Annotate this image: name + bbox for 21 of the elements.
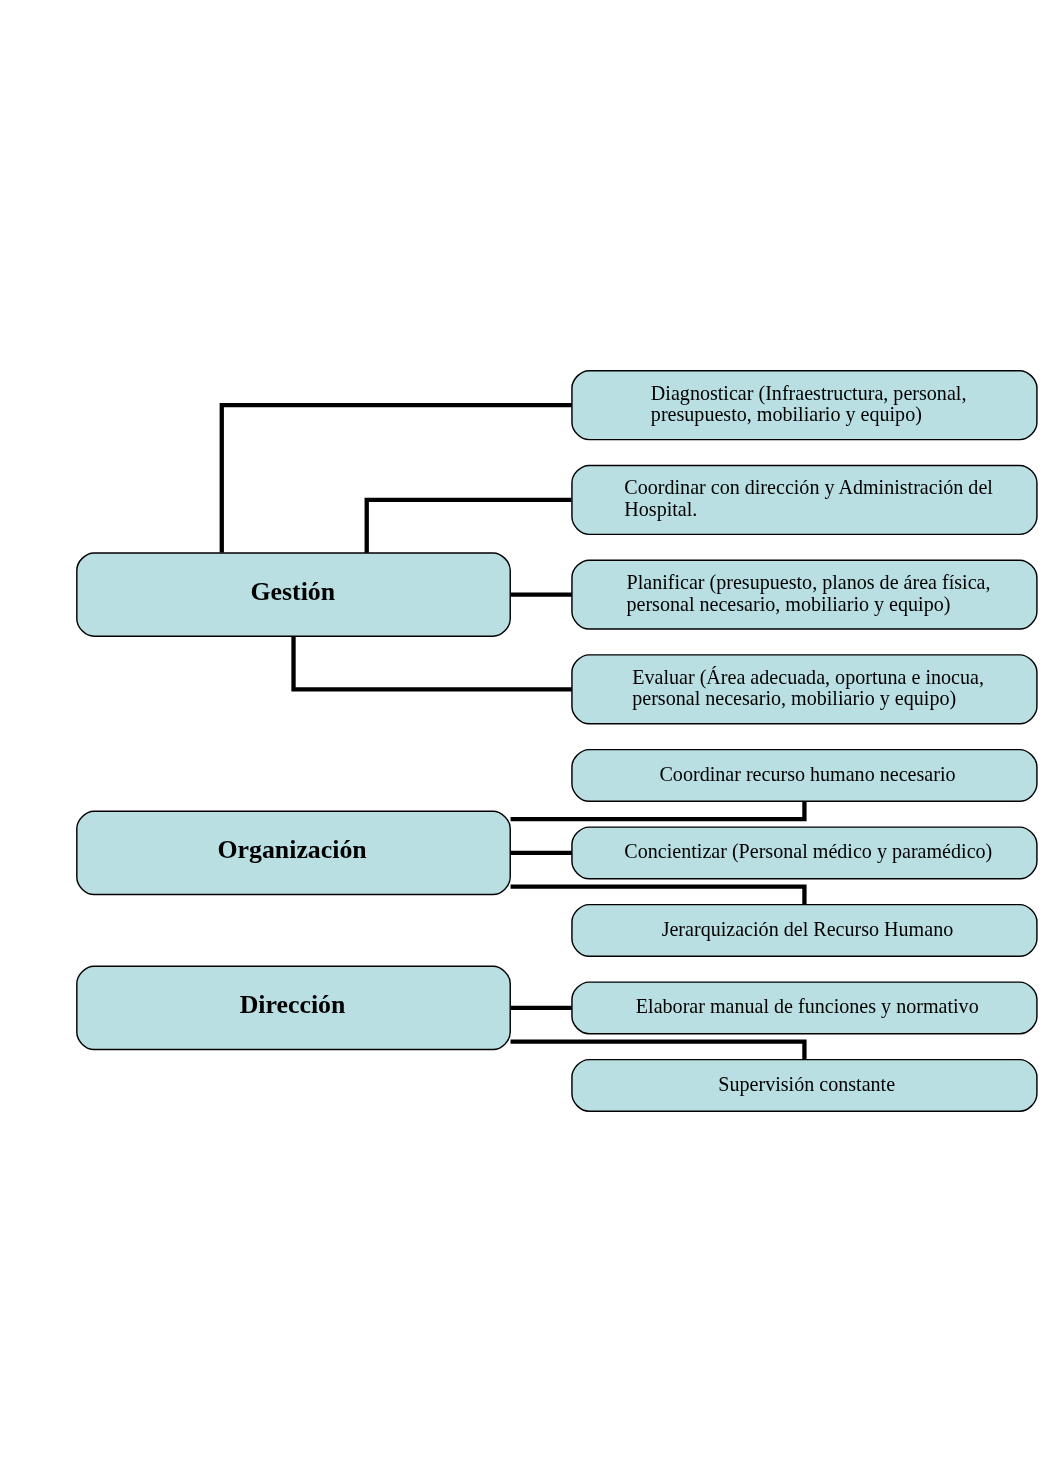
node-box: Dirección (76, 965, 511, 1051)
connector (510, 1005, 572, 1011)
connector (219, 403, 572, 553)
connector (364, 497, 572, 553)
node-box: Diagnosticar (Infraestructura, personal, presupuesto, mobiliario y equipo) (571, 370, 1038, 441)
connector (510, 884, 807, 905)
connector (510, 801, 807, 822)
node-box: Supervisión constante (571, 1058, 1038, 1112)
node-box: Concientizar (Personal médico y paramédico) (571, 826, 1038, 880)
connector (510, 1039, 807, 1060)
node-box: Elaborar manual de funciones y normativo (571, 981, 1038, 1035)
connector (510, 850, 572, 856)
node-box: Coordinar con dirección y Administración del Hospital. (571, 464, 1038, 536)
node-box: Evaluar (Área adecuada, oportuna e inocua, personal necesario, mobiliario y equipo) (571, 654, 1038, 725)
node-box: Jerarquización del Recurso Humano (571, 903, 1038, 957)
node-box: Gestión (76, 552, 511, 637)
node-box: Planificar (presupuesto, planos de área física, personal necesario, mobiliario y equipo) (571, 559, 1038, 630)
node-box: Organización (76, 810, 511, 896)
connector (291, 636, 572, 692)
node-box: Coordinar recurso humano necesario (571, 748, 1038, 802)
connector (510, 592, 572, 597)
